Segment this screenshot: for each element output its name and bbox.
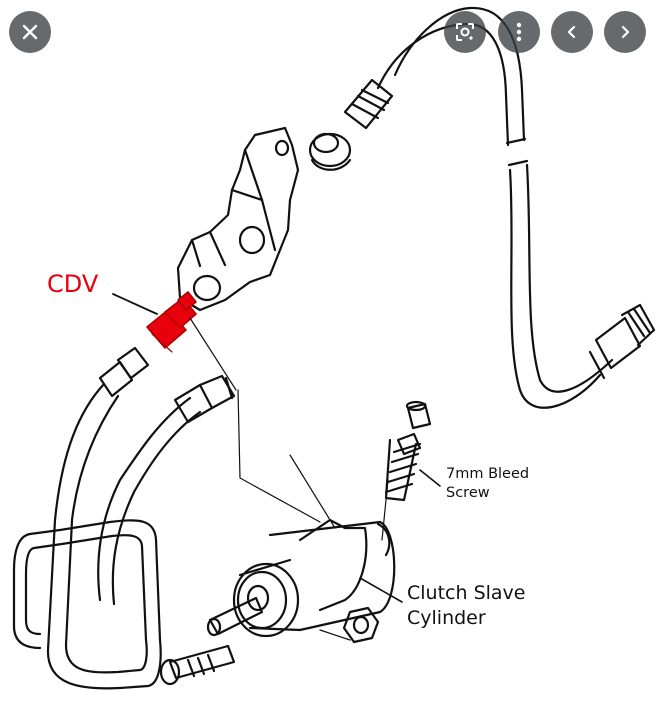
reference-lines [189,317,389,641]
cdv-valve [146,291,197,353]
flexible-hose [343,6,656,409]
previous-button[interactable] [551,11,593,53]
grommet [308,132,352,171]
slave-cylinder-label: Clutch Slave Cylinder [407,581,525,631]
nut [342,606,380,644]
more-vert-icon [516,22,522,42]
more-options-button[interactable] [498,11,540,53]
bleed-screw-label-line2: Screw [446,485,490,501]
slave-leader-line [359,577,403,603]
lens-icon [456,23,474,41]
bleed-screw-label-line1: 7mm Bleed [446,466,530,482]
visual-search-button[interactable] [444,11,486,53]
next-button[interactable] [604,11,646,53]
bleed-screw [384,400,432,502]
slave-cylinder-label-line2: Cylinder [407,607,486,629]
slave-cylinder-label-line1: Clutch Slave [407,582,526,604]
chevron-left-icon [567,25,576,39]
slave-cylinder [206,518,396,638]
close-icon [22,24,38,40]
rigid-pipe [12,346,236,690]
close-button[interactable] [9,11,51,53]
cdv-leader-line [112,293,158,315]
bleed-screw-label: 7mm Bleed Screw [446,465,529,503]
chevron-right-icon [621,25,630,39]
bracket [176,126,300,312]
pushrod [159,644,236,686]
bleed-leader-line [419,469,441,487]
cdv-label: CDV [47,270,99,298]
